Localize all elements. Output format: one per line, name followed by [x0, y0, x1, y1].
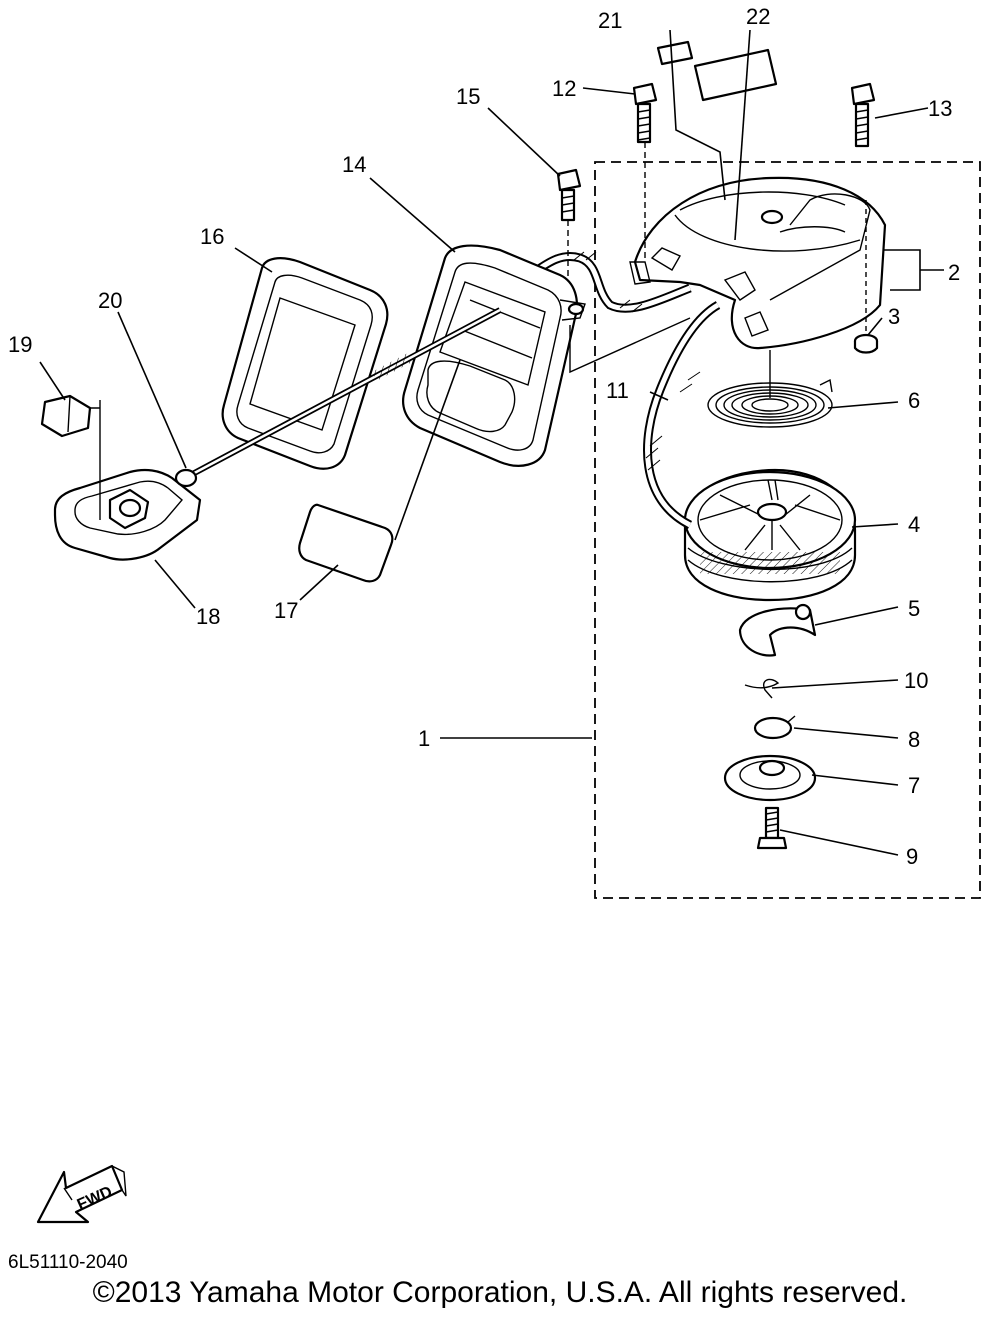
callout-21: 21: [598, 8, 622, 33]
callout-19: 19: [8, 332, 32, 357]
callout-15: 15: [456, 84, 480, 109]
callout-4: 4: [908, 512, 920, 537]
callout-13: 13: [928, 96, 952, 121]
clip-spring: [744, 678, 780, 699]
starter-housing: [629, 176, 887, 350]
fwd-arrow-icon: FWD: [36, 1164, 127, 1224]
callout-9: 9: [906, 844, 918, 869]
callout-8: 8: [908, 727, 920, 752]
callout-16: 16: [200, 224, 224, 249]
callout-7: 7: [908, 773, 920, 798]
callout-numbers: 1 2 3 4 5 6 7 8 9 10 11 12 13 14 15 16 1…: [8, 4, 960, 869]
callout-1: 1: [418, 726, 430, 751]
collar: [853, 200, 879, 354]
grommet-frame: [221, 257, 389, 470]
drive-plate: [723, 754, 817, 802]
callout-11: 11: [606, 378, 629, 403]
drum-sheave: [683, 468, 857, 602]
callout-6: 6: [908, 388, 920, 413]
diagram-code: 6L51110-2040: [8, 1252, 128, 1273]
handle-insert: [40, 394, 101, 520]
callout-10: 10: [904, 668, 928, 693]
callout-5: 5: [908, 596, 920, 621]
handle-holder: [402, 244, 586, 467]
decal-17: [298, 503, 394, 583]
pawl: [738, 603, 817, 657]
callout-20: 20: [98, 288, 122, 313]
recoil-spring: [707, 350, 833, 428]
callout-3: 3: [888, 304, 900, 329]
decal-21: [656, 40, 694, 66]
circlip: [753, 715, 796, 740]
leader-lines: [39, 29, 944, 856]
callout-18: 18: [196, 604, 220, 629]
bolt-15: [556, 168, 582, 300]
callout-17: 17: [274, 598, 298, 623]
decal-22: [693, 48, 778, 102]
callout-14: 14: [342, 152, 366, 177]
starter-handle: [53, 468, 202, 561]
bolt-13: [850, 82, 876, 148]
handle-rope: [174, 307, 502, 488]
callout-12: 12: [552, 76, 576, 101]
bolt-12: [632, 82, 658, 262]
copyright-notice: ©2013 Yamaha Motor Corporation, U.S.A. A…: [92, 1276, 908, 1309]
callout-22: 22: [746, 4, 770, 29]
callout-2: 2: [948, 260, 960, 285]
assembly-boundary: [594, 161, 981, 899]
center-bolt: [756, 806, 788, 850]
